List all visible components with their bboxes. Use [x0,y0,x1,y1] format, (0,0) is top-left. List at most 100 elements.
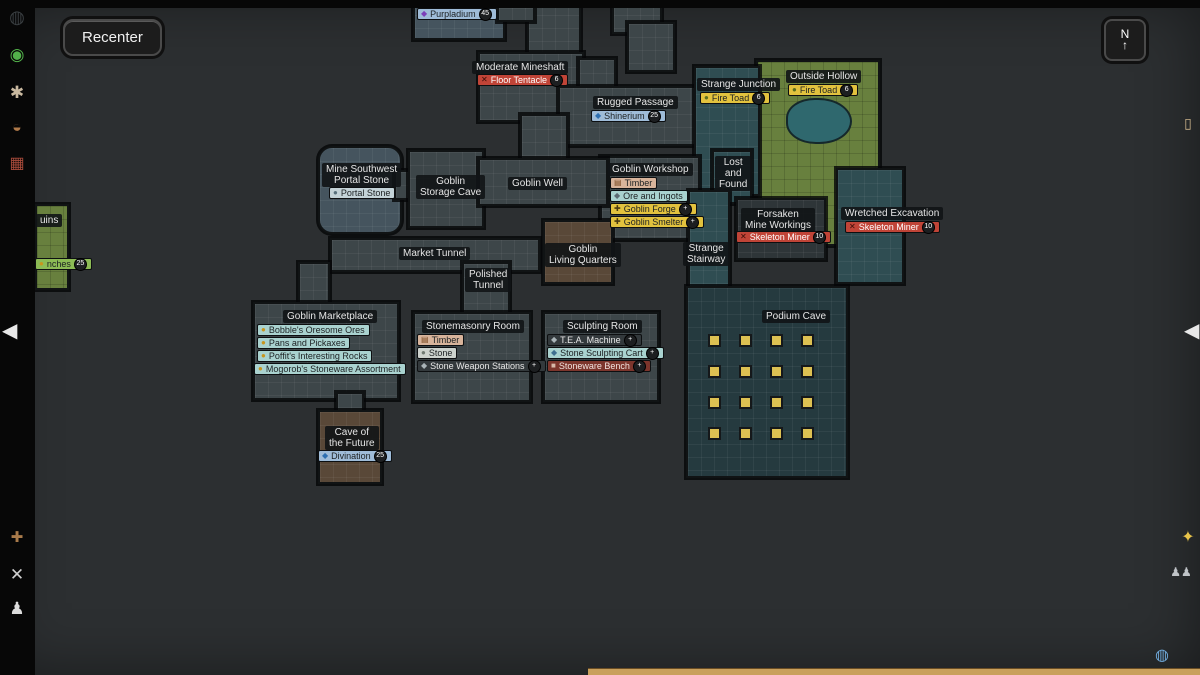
poffit-s-interesting-rocks-icon: ● [261,351,266,360]
map-chip-timber: ▤Timber [417,334,465,346]
map-label-wretched-excavation: Wretched Excavation [841,207,944,220]
compass-letter: N [1120,27,1130,41]
panel-collapse-left-icon[interactable]: ◀ [2,320,18,342]
hand-icon[interactable]: ✦ [1181,529,1195,546]
portal-stone-icon: ● [333,188,338,197]
chip-label: Goblin Forge [623,204,676,214]
bobble-s-oresome-ores-icon: ● [261,325,266,334]
crate-icon[interactable]: ▦ [9,155,25,172]
spiral-icon[interactable]: ◉ [9,45,25,64]
orb-icon[interactable]: ◍ [9,7,25,27]
chip-label: Fire Toad [711,93,750,103]
shinerium-icon: ◆ [595,111,602,120]
timber-icon: ▤ [614,178,622,187]
chip-label: Timber [431,335,460,345]
chip-badge: + [678,202,692,216]
room-northeast-room-b [627,22,675,72]
chip-badge: + [632,359,646,373]
podium [739,334,752,347]
compass-button[interactable]: N ↑ [1104,19,1146,61]
recenter-button[interactable]: Recenter [63,19,162,56]
close-icon[interactable]: ✕ [9,565,25,584]
timber-icon: ▤ [421,335,429,344]
podium [770,396,783,409]
chip-badge: 45 [478,7,492,21]
map-chip-bobble-s-oresome-ores: ●Bobble's Oresome Ores [257,324,370,336]
hotbar-sliver [588,668,1200,675]
nches-icon: ● [39,259,44,268]
scroll-icon[interactable]: ▯ [1184,115,1192,131]
map-label-goblin-living-quarters: Goblin Living Quarters [545,243,621,267]
chip-label: Pans and Pickaxes [268,338,346,348]
jug-icon[interactable]: ◒ [12,119,22,136]
chip-badge: 10 [812,230,826,244]
bust-icon[interactable]: ♟ [9,599,25,618]
map-label-goblin-well: Goblin Well [508,177,567,190]
chip-badge: 25 [647,109,661,123]
stone-weapon-stations-icon: ◆ [421,361,428,370]
map-chip-poffit-s-interesting-rocks: ●Poffit's Interesting Rocks [257,350,373,362]
chip-badge: 6 [840,83,854,97]
map-label-mine-southwest-portal-stone: Mine Southwest Portal Stone [322,163,402,187]
map-chip-stoneware-bench: ■Stoneware Bench+ [547,359,651,373]
chip-badge: 6 [752,91,766,105]
podium [801,396,814,409]
map-chip-goblin-forge: ✚Goblin Forge+ [610,202,697,216]
map-chip-mogorob-s-stoneware-assortment: ●Mogorob's Stoneware Assortment [254,363,406,375]
globe-icon[interactable]: ◍ [1155,647,1169,664]
panel-collapse-right-icon[interactable]: ◀ [1184,320,1200,342]
chip-label: Floor Tentacle [490,75,548,85]
chip-badge: + [645,346,659,360]
gear-icon[interactable]: ✱ [9,83,25,102]
map-label-podium-cave: Podium Cave [762,310,831,323]
map-label-strange-junction: Strange Junction [697,78,781,91]
fire-toad-icon: ● [792,85,797,94]
map-chip-timber: ▤Timber [610,177,658,189]
map-chip-portal-stone: ●Portal Stone [329,187,396,199]
purpladium-icon: ◆ [421,9,428,18]
podium [801,334,814,347]
podium [739,427,752,440]
stone-sculpting-cart-icon: ◆ [551,348,558,357]
podium [770,427,783,440]
chip-label: Stone [428,348,453,358]
map-label-lost-and-found: Lost and Found [715,156,752,191]
map-label-goblin-workshop: Goblin Workshop [608,163,693,176]
map-label-sculpting-room: Sculpting Room [563,320,642,333]
chip-label: Skeleton Miner [858,222,919,232]
podium [708,396,721,409]
chip-label: Stone Sculpting Cart [560,348,643,358]
map-label-goblin-marketplace: Goblin Marketplace [283,310,378,323]
chip-badge: + [686,215,700,229]
podium [770,334,783,347]
map-label-outside-hollow: Outside Hollow [786,70,862,83]
map-label-forsaken-mine-workings: Forsaken Mine Workings [741,208,815,232]
map-label-rugged-passage: Rugged Passage [593,96,678,109]
stoneware-bench-icon: ■ [551,361,556,370]
room-purpladium-connector [497,6,535,22]
people-icon[interactable]: ♟♟ [1170,565,1192,579]
chip-badge: + [623,333,637,347]
goblin-smelter-icon: ✚ [614,217,621,226]
podium [708,365,721,378]
chip-label: Shinerium [604,111,645,121]
map-chip-pans-and-pickaxes: ●Pans and Pickaxes [257,337,351,349]
map-label-market-tunnel: Market Tunnel [399,247,471,260]
hammer-icon[interactable]: ✚ [10,529,24,546]
top-bar [35,0,1200,8]
mogorob-s-stoneware-assortment-icon: ● [258,364,263,373]
podium [739,365,752,378]
podium [801,365,814,378]
stone-icon: ● [421,348,426,357]
podium [770,365,783,378]
skeleton-miner-icon: ✕ [740,232,747,241]
chip-label: nches [46,259,71,269]
